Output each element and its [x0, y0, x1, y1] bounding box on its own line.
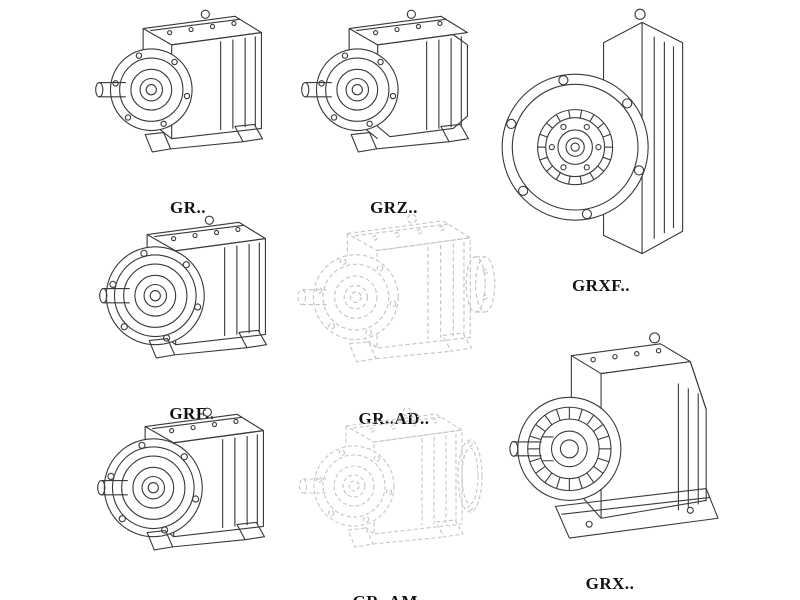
gearbox-cell-grf2: GR..F [88, 400, 292, 600]
gearbox-label-grx: GRX.. [585, 574, 635, 593]
gearbox-drawing-grf-icon [90, 208, 294, 402]
gearbox-drawing-gram-icon [290, 400, 490, 590]
gearbox-cell-gram: GR..AM.. [290, 400, 490, 600]
gearbox-label-grf2: GR..F [167, 594, 214, 600]
gearbox-cell-grz: GRZ.. [292, 2, 496, 217]
gearbox-drawing-grad-icon [288, 206, 500, 407]
gearbox-label-grad: GR..AD.. [358, 409, 430, 429]
gearbox-drawing-grx-icon [496, 296, 724, 572]
gearbox-cell-grx: GRX.. [496, 296, 724, 594]
gearbox-label-grxf: GRXF.. [571, 276, 631, 295]
gearbox-drawing-gr-icon [86, 2, 290, 196]
gearbox-drawing-grf2-icon [88, 400, 292, 594]
gearbox-cell-grf: GRF.. [90, 208, 294, 423]
gearbox-cell-gr: GR.. [86, 2, 290, 217]
gearbox-drawing-grz-icon [292, 2, 496, 196]
gearbox-label-gram: GR..AM.. [353, 590, 428, 600]
gearbox-drawing-grxf-icon [492, 0, 710, 274]
gearbox-label-gr: GR.. [170, 197, 206, 217]
gearbox-label-grz: GRZ.. [370, 197, 418, 217]
gearbox-cell-grxf: GRXF.. [492, 0, 710, 296]
gearbox-cell-grad: GR..AD.. [288, 206, 500, 428]
gearbox-label-grf: GRF.. [169, 403, 215, 423]
